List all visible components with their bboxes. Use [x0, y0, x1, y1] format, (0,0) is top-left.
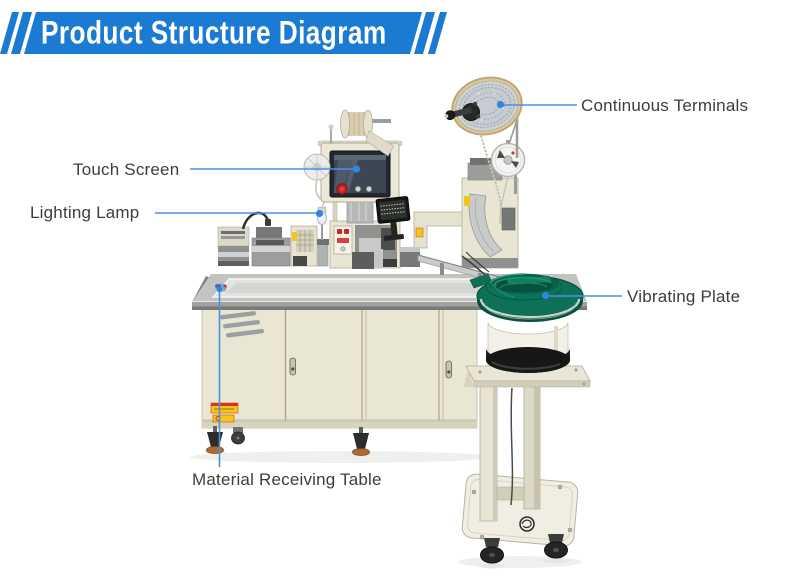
page-title: Product Structure Diagram: [41, 14, 387, 51]
vent-box-unit: [290, 222, 329, 267]
casters: [479, 534, 569, 569]
guide-pulley: [490, 140, 526, 178]
touch-screen-unit: [303, 109, 403, 269]
label-vibrating-plate: Vibrating Plate: [627, 287, 741, 306]
control-knob: [366, 186, 372, 192]
vent-slats: [220, 311, 264, 338]
machine-cabinet: [201, 304, 478, 429]
brand-logo: [519, 516, 535, 532]
label-material-receiving-table: Material Receiving Table: [192, 470, 382, 489]
wire-feeder-unit: [217, 211, 291, 267]
label-continuous-terminals: Continuous Terminals: [581, 96, 749, 115]
vibrating-plate: [469, 273, 584, 373]
emergency-stop-button: [336, 183, 348, 195]
title-banner: Product Structure Diagram: [0, 12, 452, 54]
wire-spool: [328, 109, 395, 157]
callout-lines: [155, 100, 622, 467]
warning-sticker: [210, 402, 239, 423]
label-lighting-lamp: Lighting Lamp: [30, 203, 140, 222]
terminal-reel: [444, 76, 523, 225]
counter-display: [375, 196, 411, 241]
bowl-stand: [461, 365, 591, 569]
label-touch-screen: Touch Screen: [73, 160, 180, 179]
control-knob: [355, 186, 361, 192]
door-handle: [289, 357, 452, 379]
crimping-press: [329, 220, 401, 269]
